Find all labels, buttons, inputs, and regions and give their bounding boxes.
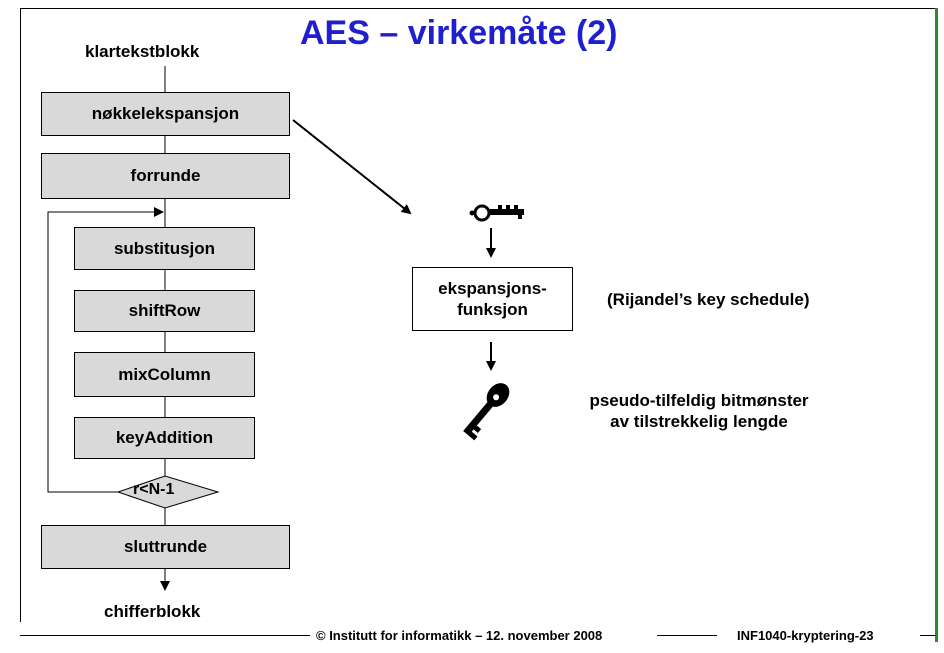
- round-step-mixcolumn: mixColumn: [74, 352, 255, 397]
- result-line2: av tilstrekkelig lengde: [610, 412, 788, 431]
- final-round-label: sluttrunde: [123, 537, 208, 556]
- arrow-to-key-schedule: [292, 119, 412, 215]
- frame-top-border: [20, 8, 936, 9]
- frame-left-border: [20, 8, 21, 622]
- expansion-function-box: ekspansjons- funksjon: [412, 267, 573, 331]
- loop-back-arrow: [47, 207, 164, 493]
- page-title: AES – virkemåte (2): [300, 14, 618, 52]
- round-step-label: keyAddition: [115, 428, 214, 447]
- key-small-icon: [469, 204, 524, 222]
- expansion-function-line2: funksjon: [457, 300, 528, 319]
- round-step-label: substitusjon: [113, 238, 216, 258]
- condition-diamond: [116, 475, 220, 509]
- round-step-substitution: substitusjon: [74, 227, 255, 270]
- pre-round-label: forrunde: [130, 166, 201, 185]
- round-step-shiftrow: shiftRow: [74, 290, 255, 332]
- key-schedule-note: (Rijandel’s key schedule): [607, 290, 810, 309]
- result-line1: pseudo-tilfeldig bitmønster: [589, 391, 809, 410]
- footer-rule-middle: [657, 635, 717, 636]
- footer-copyright: © Institutt for informatikk – 12. novemb…: [316, 628, 603, 643]
- input-label: klartekstblokk: [85, 42, 200, 61]
- key-expansion-box: nøkkelekspansjon: [41, 92, 290, 136]
- footer-rule-right: [920, 635, 936, 636]
- round-step-keyaddition: keyAddition: [74, 417, 255, 459]
- key-large-icon: [463, 383, 510, 441]
- result-description: pseudo-tilfeldig bitmønster av tilstrekk…: [549, 390, 849, 432]
- key-expansion-label: nøkkelekspansjon: [91, 104, 240, 123]
- loop-condition-label: r<N-1: [133, 481, 175, 498]
- footer-slide-id: INF1040-kryptering-23: [737, 628, 874, 643]
- output-label: chifferblokk: [104, 602, 201, 621]
- final-round-box: sluttrunde: [41, 525, 290, 569]
- frame-right-border: [935, 8, 938, 642]
- pre-round-box: forrunde: [41, 153, 290, 199]
- expansion-function-line1: ekspansjons-: [438, 279, 547, 298]
- footer-rule-left: [20, 635, 310, 636]
- round-step-label: shiftRow: [128, 301, 201, 320]
- round-step-label: mixColumn: [118, 364, 211, 384]
